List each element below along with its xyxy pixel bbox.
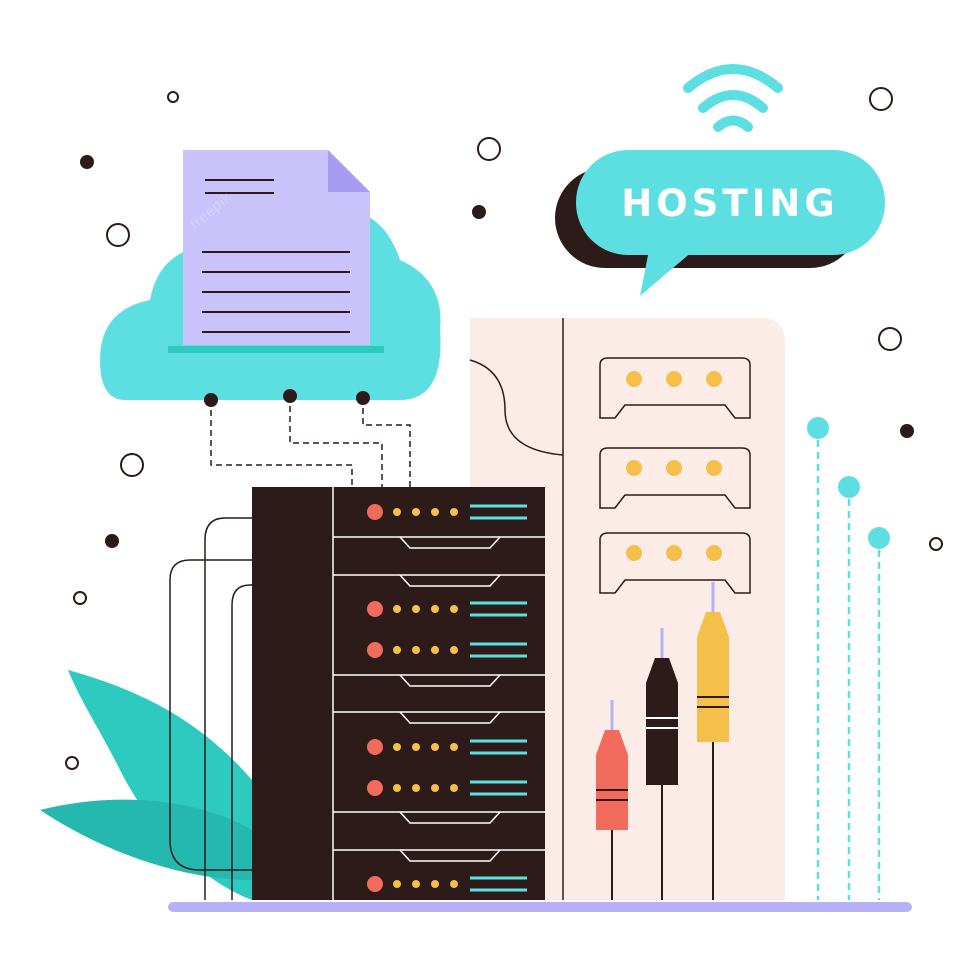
activity-led (431, 605, 439, 613)
activity-led (450, 508, 458, 516)
activity-led (412, 605, 420, 613)
activity-led (450, 605, 458, 613)
activity-led (412, 646, 420, 654)
filled-dots (80, 155, 914, 548)
activity-led (393, 784, 401, 792)
status-led (367, 642, 383, 658)
server-unit-row (367, 642, 527, 658)
panel-slots (599, 357, 751, 594)
activity-led (431, 880, 439, 888)
cloud-connectors (210, 396, 411, 490)
server-unit-row (367, 601, 527, 617)
server-panel (469, 318, 785, 900)
panel-leds (626, 371, 722, 561)
document-icon (168, 150, 384, 353)
activity-led (393, 880, 401, 888)
activity-led (431, 784, 439, 792)
server-unit-row (367, 780, 527, 796)
speech-bubble-icon: HOSTING (555, 150, 885, 296)
activity-led (393, 646, 401, 654)
status-led (367, 739, 383, 755)
server-unit-row (367, 739, 527, 755)
wifi-icon (683, 64, 783, 132)
activity-led (450, 784, 458, 792)
activity-led (393, 605, 401, 613)
signal-lines (816, 428, 881, 900)
base-line (168, 902, 912, 912)
activity-led (431, 646, 439, 654)
hosting-label: HOSTING (621, 182, 838, 225)
status-led (367, 780, 383, 796)
activity-led (450, 646, 458, 654)
status-led (367, 876, 383, 892)
activity-led (393, 508, 401, 516)
signal-dots (807, 417, 890, 549)
status-led (367, 601, 383, 617)
cable-plug-icon (596, 582, 729, 900)
activity-led (431, 508, 439, 516)
activity-led (431, 743, 439, 751)
activity-led (412, 743, 420, 751)
status-led (367, 504, 383, 520)
activity-led (393, 743, 401, 751)
activity-led (450, 880, 458, 888)
activity-led (450, 743, 458, 751)
activity-led (412, 784, 420, 792)
server-unit-row (367, 876, 527, 892)
decorative-dots (65, 87, 943, 770)
server-rack-icon (252, 487, 545, 900)
activity-led (412, 880, 420, 888)
server-unit-row (367, 504, 527, 520)
activity-led (412, 508, 420, 516)
